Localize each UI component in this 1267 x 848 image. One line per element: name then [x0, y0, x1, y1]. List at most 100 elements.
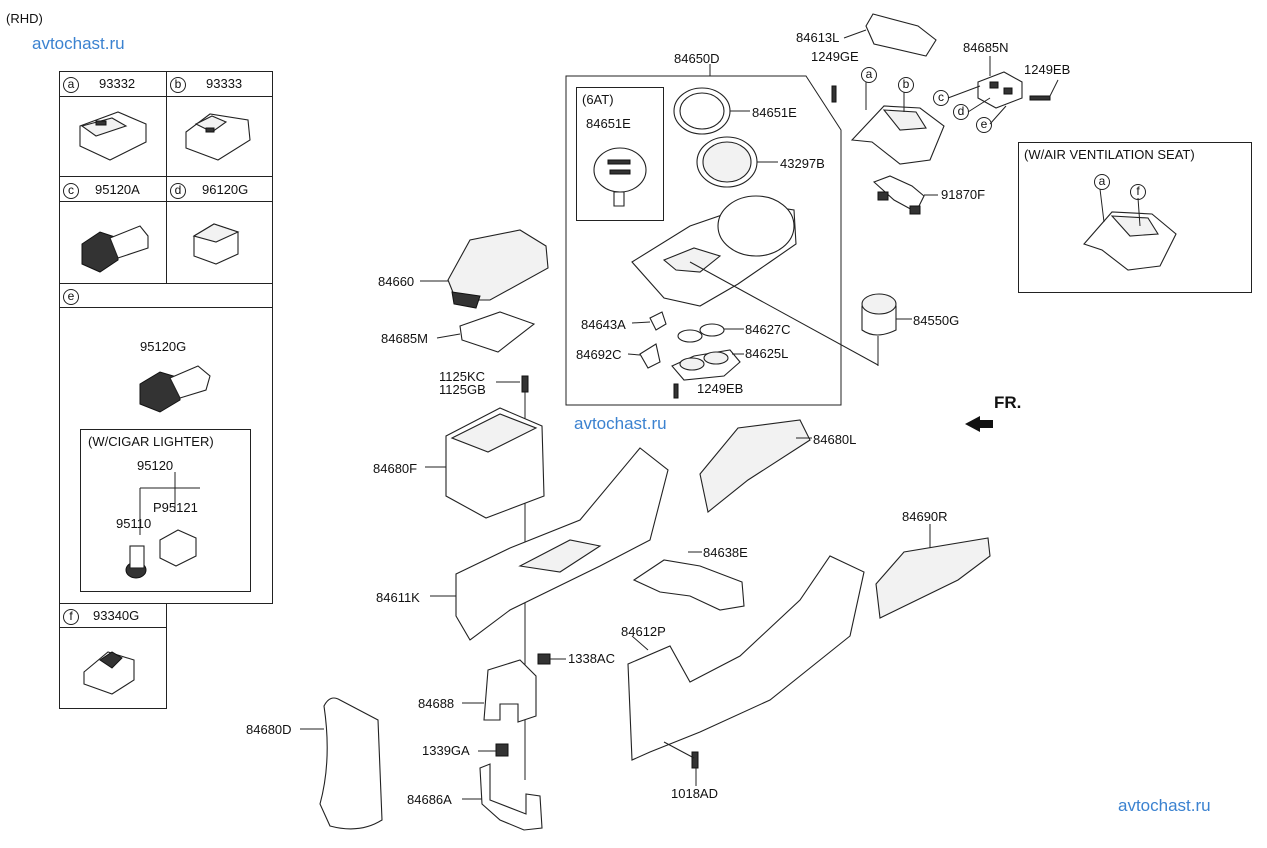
part-84660: 84660	[378, 274, 415, 289]
switch-93333-icon	[185, 113, 251, 161]
callout-letter-d: d	[170, 183, 186, 199]
storage-box-84680f-icon	[445, 407, 545, 519]
screw-1249ge-icon	[831, 85, 837, 103]
shift-knob-84651e-icon	[593, 147, 647, 207]
part-1125gb: 1125GB	[439, 382, 486, 397]
legend-header-e: e	[63, 289, 83, 305]
upper-cover-icon	[850, 105, 945, 165]
callout-letter-b-top: b	[898, 77, 918, 93]
console-84611k-icon	[455, 447, 669, 641]
panel-84690r-icon	[875, 537, 991, 619]
part-84638e: 84638E	[703, 545, 748, 560]
cigar-lighter-title: (W/CIGAR LIGHTER)	[88, 434, 214, 449]
side-panel-84612p-icon	[627, 555, 865, 761]
watermark-center: avtochast.ru	[574, 414, 667, 433]
clip-84643a-icon	[649, 311, 667, 331]
legend-divider	[59, 201, 273, 202]
module-96120g-icon	[192, 223, 240, 265]
legend-part-a: 93332	[99, 76, 136, 92]
part-84625l: 84625L	[745, 346, 789, 361]
6at-inner-box	[576, 87, 664, 221]
bracket-84692c-icon	[639, 343, 661, 369]
pad-84613l-icon	[865, 13, 937, 57]
bracket-84686a-icon	[479, 763, 543, 831]
callout-letter-b: b	[170, 77, 186, 93]
legend-part-c: 95120A	[95, 182, 140, 198]
part-84685n: 84685N	[963, 40, 1009, 55]
callout-letter-e-top: e	[976, 117, 996, 133]
callout-letter-a-top: a	[861, 67, 881, 83]
part-84688: 84688	[418, 696, 455, 711]
cigar-lighter-box	[80, 429, 251, 592]
part-84680l: 84680L	[813, 432, 857, 447]
ring-84651e-icon	[673, 87, 731, 135]
variant-label: (RHD)	[6, 11, 43, 26]
ventilation-seat-title: (W/AIR VENTILATION SEAT)	[1024, 147, 1195, 162]
part-84612p: 84612P	[621, 624, 666, 639]
legend-part-f: 93340G	[93, 608, 140, 624]
legend-cell-f	[59, 603, 167, 709]
harness-91870f-icon	[872, 175, 925, 215]
screw-1249eb-icon	[673, 383, 679, 399]
bezel-84650d-icon	[631, 195, 797, 307]
part-84680d: 84680D	[246, 722, 292, 737]
part-84643a: 84643A	[581, 317, 626, 332]
callout-letter-e: e	[63, 289, 79, 305]
part-84613l: 84613L	[796, 30, 840, 45]
part-1249ge: 1249GE	[811, 49, 859, 64]
switch-panel-84685n-icon	[977, 71, 1023, 109]
nut-1339ga-icon	[495, 743, 509, 757]
front-direction-label: FR.	[994, 393, 1022, 412]
side-panel-84680l-icon	[699, 419, 811, 513]
watermark-bottom-right: avtochast.ru	[1118, 796, 1211, 815]
part-95110: 95110	[116, 516, 152, 531]
callout-letter-f: f	[63, 609, 79, 625]
socket-95120g-icon	[139, 365, 211, 413]
ventilation-seat-box	[1018, 142, 1252, 293]
ventilation-callout-a: a	[1094, 174, 1114, 190]
part-84651e-inner: 84651E	[586, 116, 631, 131]
cup-84550g-icon	[861, 293, 897, 336]
front-arrow-icon	[965, 416, 993, 432]
part-84680f: 84680F	[373, 461, 418, 476]
callout-letter-c: c	[63, 183, 79, 199]
legend-header-f: f 93340G	[63, 609, 139, 625]
legend-header-a: a 93332	[63, 77, 135, 93]
part-84685m: 84685M	[381, 331, 428, 346]
bracket-84688-icon	[483, 659, 537, 723]
part-1249eb-top: 1249EB	[1024, 62, 1071, 77]
part-1339ga: 1339GA	[422, 743, 470, 758]
part-84611k: 84611K	[376, 590, 420, 605]
part-84651e: 84651E	[752, 105, 797, 120]
mat-84685m-icon	[459, 311, 536, 353]
6at-inner-title: (6AT)	[582, 92, 614, 107]
cup-holder-84625l-icon	[671, 349, 741, 381]
cover-84680d-icon	[319, 697, 383, 830]
watermark-top-left: avtochast.ru	[32, 34, 125, 53]
part-95120: 95120	[137, 458, 174, 473]
legend-header-c: c 95120A	[63, 183, 140, 199]
armrest-lid-84660-icon	[447, 229, 549, 309]
part-91870f: 91870F	[941, 187, 986, 202]
switch-93332-icon	[79, 111, 147, 161]
mat-84627c-icon	[677, 323, 725, 343]
part-43297b: 43297B	[780, 156, 825, 171]
switch-93340g-icon	[83, 651, 135, 695]
screw-1125kc-icon	[521, 375, 529, 393]
screw-1018ad-icon	[691, 751, 699, 769]
nut-1338ac-icon	[537, 653, 551, 665]
legend-part-d: 96120G	[202, 182, 249, 198]
cigar-lighter-icon	[125, 529, 197, 579]
callout-letter-a: a	[63, 77, 79, 93]
part-84686a: 84686A	[407, 792, 452, 807]
screw-1249eb-top-icon	[1029, 95, 1051, 101]
part-84692c: 84692C	[576, 347, 622, 362]
legend-divider	[59, 96, 273, 97]
socket-95120a-icon	[81, 225, 149, 273]
bracket-84638e-icon	[632, 559, 745, 611]
legend-part-e: 95120G	[140, 339, 187, 354]
upper-cover-ventilation-icon	[1083, 211, 1177, 271]
legend-divider	[59, 307, 273, 308]
